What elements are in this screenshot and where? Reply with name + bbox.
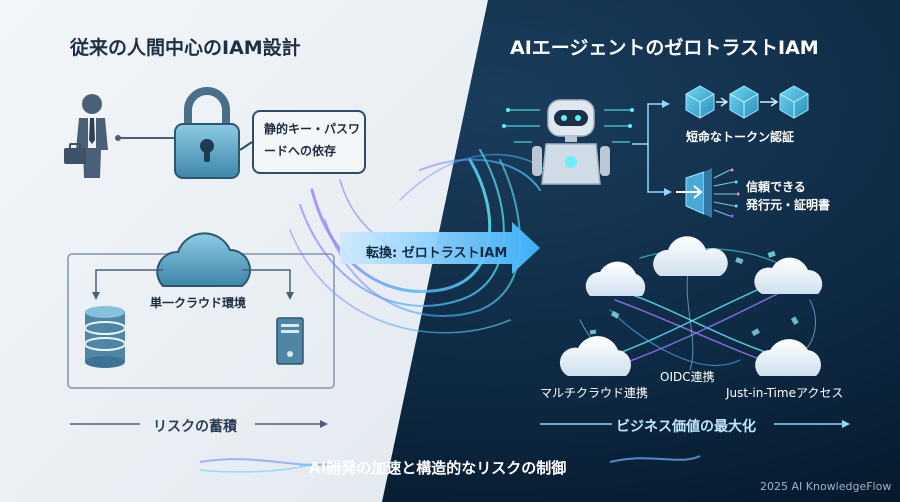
single-cloud-label: 単一クラウド環境: [150, 296, 247, 310]
cloud-icon-top-center: [653, 236, 728, 276]
business-value-label: ビジネス価値の最大化: [616, 419, 756, 435]
database-icon: [84, 306, 126, 368]
jit-label: Just-in-Timeアクセス: [726, 386, 844, 400]
cloud-icon-top-left: [585, 261, 646, 296]
dependency-bubble: [252, 110, 366, 174]
right-title: AIエージェントのゼロトラストIAM: [510, 37, 819, 59]
multicloud-label: マルチクラウド連携: [540, 386, 649, 400]
person-icon: [64, 94, 108, 178]
credit-text: 2025 AI KnowledgeFlow: [760, 480, 892, 493]
trusted-issuer-icon: [676, 168, 740, 218]
dependency-bubble-text: 静的キー・パスワードへの依存: [264, 122, 361, 158]
cloud-icon-bottom-left: [559, 336, 631, 376]
transform-arrow: [340, 222, 540, 274]
cloud-icon: [156, 232, 251, 287]
bottom-glow-arrow: [199, 455, 701, 473]
oidc-label: OIDC連携: [660, 370, 715, 384]
cloud-icon-bottom-right: [755, 339, 821, 376]
trusted-issuer-label: 信頼できる 発行元・証明書: [746, 180, 831, 212]
cloud-icon-top-right: [754, 257, 823, 294]
risk-label: リスクの蓄積: [153, 419, 237, 435]
token-cubes-icon: [685, 85, 809, 119]
left-title: 従来の人間中心のIAM設計: [70, 37, 301, 59]
padlock-icon: [174, 87, 240, 179]
transform-label: 転換: ゼロトラストIAM: [366, 246, 508, 261]
token-auth-label: 短命なトークン認証: [686, 130, 795, 144]
ai-robot-icon: [502, 99, 634, 185]
token-chips: [589, 250, 799, 337]
bottom-tagline: AI開発の加速と構造的なリスクの制御: [309, 459, 567, 477]
server-icon: [276, 317, 304, 365]
